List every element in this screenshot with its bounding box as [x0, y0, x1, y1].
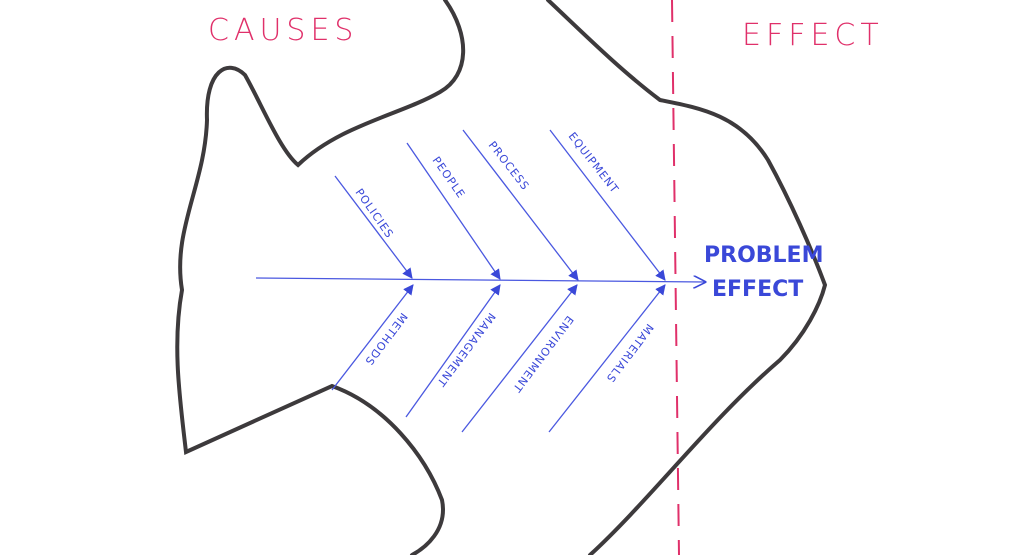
bone-people	[406, 142, 501, 280]
spine-arrow	[255, 278, 705, 282]
fish-outline	[175, 0, 828, 555]
bone-environment	[461, 284, 578, 433]
label-policies: POLICIES	[353, 186, 397, 241]
label-people: PEOPLE	[430, 154, 468, 201]
effect-heading: EFFECT	[742, 18, 884, 53]
bone-management	[405, 284, 501, 418]
lower-bones: METHODS MANAGEMENT ENVIRONMENT MATERIALS	[331, 284, 666, 433]
bone-process	[462, 129, 579, 281]
bone-policies	[334, 175, 413, 279]
bone-equipment	[549, 129, 666, 281]
causes-heading: CAUSES	[208, 13, 358, 48]
label-process: PROCESS	[486, 139, 532, 193]
label-methods: METHODS	[362, 310, 410, 368]
problem-label: PROBLEM	[704, 243, 823, 268]
bone-materials	[548, 284, 666, 433]
upper-bones: POLICIES PEOPLE PROCESS EQUIPMENT	[334, 129, 666, 281]
label-environment: ENVIRONMENT	[510, 313, 576, 395]
effect-divider	[671, 0, 680, 555]
effect-label: EFFECT	[712, 277, 803, 302]
label-management: MANAGEMENT	[434, 310, 498, 389]
bone-methods	[331, 284, 414, 391]
